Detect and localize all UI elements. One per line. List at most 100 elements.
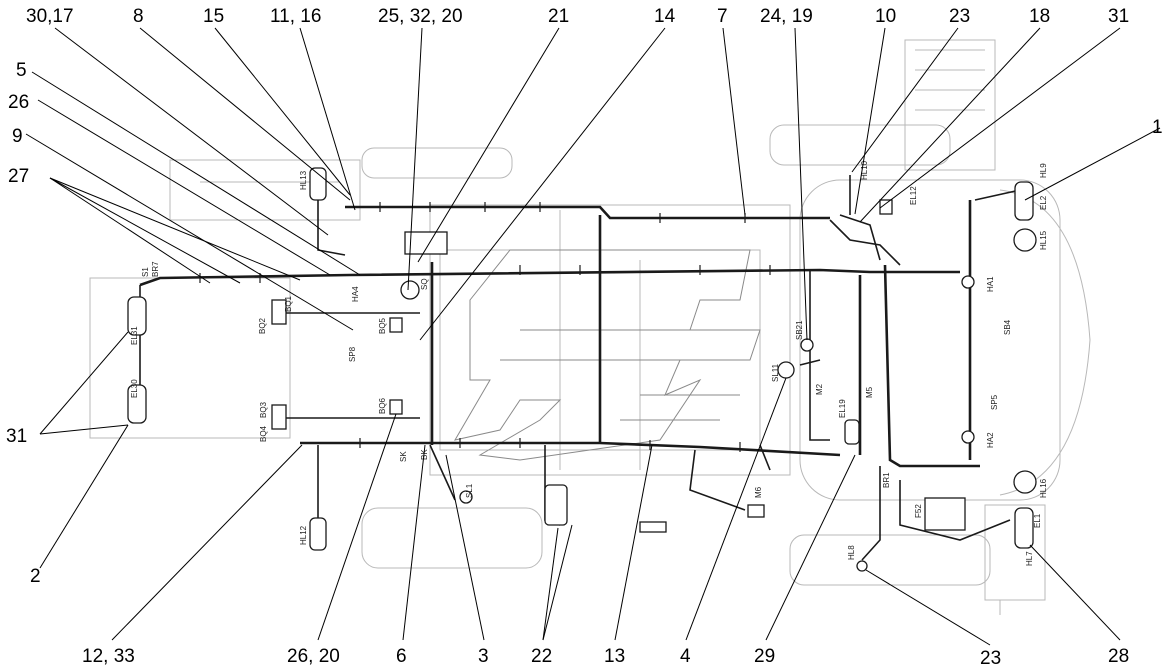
sensor-bq1 [271,299,287,325]
callout-27: 27 [8,166,29,187]
tag-bq6: BQ6 [378,397,387,414]
fuse-block-f52 [924,497,966,531]
callout-26: 26 [8,92,29,113]
callout-2: 2 [30,566,41,587]
callout-23-top: 23 [949,6,970,27]
tag-sb4: SB4 [1003,319,1012,335]
tag-sk: SK [399,451,408,462]
callout-8: 8 [133,6,144,27]
callout-3: 3 [478,646,489,667]
callout-10: 10 [875,6,896,27]
sensor-bq5 [389,317,403,333]
lamp-hl15 [1013,228,1037,252]
callout-31-top: 31 [1108,6,1129,27]
tag-m6: M6 [754,486,763,498]
horn-ha1 [961,275,975,289]
rear-lamp-el31 [127,296,147,336]
tag-ha2: HA2 [986,432,995,448]
tag-hl7: HL7 [1025,551,1034,566]
tag-el12: EL12 [909,186,918,205]
tag-hl15: HL15 [1039,230,1048,250]
rear-lamp-hl13 [309,167,327,201]
lamp-hl16 [1013,470,1037,494]
tag-sl11: SL11 [771,363,780,382]
callout-14: 14 [654,6,676,27]
tag-ha1: HA1 [986,276,995,292]
callout-18: 18 [1029,6,1050,27]
callout-26-20: 26, 20 [287,646,340,667]
tag-el2: EL2 [1039,195,1048,210]
front-lamp-el1 [1014,507,1034,549]
tag-br7: BR7 [151,261,160,277]
callout-28: 28 [1108,646,1129,667]
lamp-hl8 [856,560,868,572]
callout-21: 21 [548,6,569,27]
callout-5: 5 [16,60,27,81]
connector-bottom [639,521,667,533]
tag-sb21: SB21 [795,320,804,340]
tag-m2: M2 [815,383,824,395]
tag-bq1: BQ1 [284,295,293,312]
callout-labels: 30,17 8 15 11, 16 25, 32, 20 21 14 7 24,… [6,6,1163,669]
tag-hl16: HL16 [1039,478,1048,498]
tag-f52: F52 [914,504,923,518]
tag-el1: EL1 [1033,513,1042,528]
component-tags: HL13 HL12 EL31 EL30 BQ1 BQ2 BQ3 BQ4 BQ5 … [130,160,1048,566]
callout-30-17: 30,17 [26,6,74,27]
callout-4: 4 [680,646,691,667]
callout-29: 29 [754,646,775,667]
tag-hl8: HL8 [847,545,856,560]
callout-15: 15 [203,6,224,27]
tag-hl13: HL13 [299,170,308,190]
tag-bq3: BQ3 [259,401,268,418]
rear-lamp-hl12 [309,517,327,551]
callout-11-16: 11, 16 [270,6,321,27]
leader-lines [25,27,1161,646]
lamp-el19 [844,419,860,445]
tag-sp5: SP5 [990,394,999,410]
sensor-round-1 [400,280,420,300]
relay-block [404,231,448,255]
callout-31-left: 31 [6,426,27,447]
sensor-sl11 [777,361,795,379]
tag-hl12: HL12 [299,525,308,545]
front-lamp-el2 [1014,181,1034,221]
lamp-el12 [879,199,893,215]
tag-el30: EL30 [130,379,139,398]
tag-bq4: BQ4 [259,425,268,442]
callout-24-19: 24, 19 [760,6,813,27]
callout-9: 9 [12,126,23,147]
tag-hl10: HL10 [860,160,869,180]
callout-25-32-20: 25, 32, 20 [378,6,463,27]
sensor-bq3 [271,404,287,430]
horn-ha2 [961,430,975,444]
callout-7: 7 [717,6,728,27]
tag-sq: SQ [420,278,429,290]
tag-bk: BK [420,449,429,460]
rear-lamp-el30 [127,384,147,424]
sensor-bq6 [389,399,403,415]
tag-hl9: HL9 [1039,163,1048,178]
tag-el19: EL19 [838,399,847,418]
tag-el31: EL31 [130,326,139,345]
tag-sl1: SL1 [465,483,474,498]
tag-s1: S1 [141,267,150,277]
tag-bq2: BQ2 [258,317,267,334]
sensor-sl1 [459,490,473,504]
tag-br1: BR1 [882,472,891,488]
callout-12-33: 12, 33 [82,646,135,667]
tag-bq5: BQ5 [378,317,387,334]
callout-1: 1 [1152,117,1163,138]
callout-22: 22 [531,646,552,667]
wiring-harness [139,175,1021,561]
tag-m5: M5 [865,386,874,398]
direction-arrow [453,249,761,461]
gearbox-cluster [544,484,568,526]
callout-6: 6 [396,646,407,667]
components [127,167,1037,572]
motor-m6 [747,504,765,518]
callout-13: 13 [604,646,625,667]
tag-sp8: SP8 [348,346,357,362]
tag-ha4: HA4 [351,286,360,302]
